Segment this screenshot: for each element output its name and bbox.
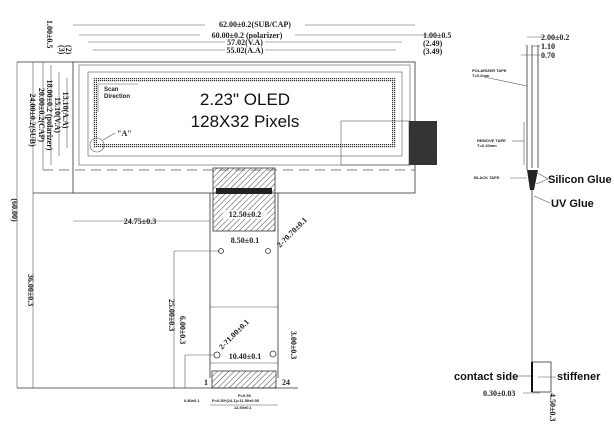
dim-t2: 0.70 — [541, 51, 555, 60]
dim-pin-pitch: P=0.50 — [238, 393, 252, 398]
dim-pin-edge: 0.80±0.1 — [184, 398, 200, 403]
dim-total-height: (60.00) — [10, 198, 19, 222]
uv-glue-label: UV Glue — [551, 198, 594, 210]
polarizer-tape-thickness: T=0.2mm — [472, 73, 490, 78]
active-area: Scan Direction 2.23" OLED 128X32 Pixels … — [89, 78, 396, 153]
pin-24-label: 24 — [282, 378, 290, 387]
scan-direction-label: Scan — [104, 87, 119, 93]
fpc-contacts — [211, 370, 277, 389]
dim-contact-length: 3.00±0.3 — [289, 331, 298, 359]
dim-hole2-to-end: 6.00±0.3 — [178, 316, 187, 344]
alignment-hole — [265, 248, 271, 254]
remove-tape-label: REMOVE TAPE — [477, 138, 506, 143]
fpc-stiffener-hatch — [212, 167, 276, 232]
dim-top-offset: 1.00±0.5 — [45, 20, 54, 48]
dim-fpc-length: 36.00±0.3 — [26, 274, 35, 306]
dim-sub-height: 24.00±0.2(SUB) — [28, 93, 37, 147]
dim-polarizer-width: 60.00±0.2 (polarizer) — [212, 31, 283, 40]
title-line-1: 2.23" OLED — [200, 90, 290, 109]
dim-polarizer-height: 18.00±0.2 (polarizer) — [45, 80, 54, 151]
dim-cap-height: 20.00±0.2(CAP) — [37, 88, 46, 142]
polarizer-tape-label: POLARIZER TAPE — [472, 68, 507, 73]
side-view: 2.00±0.2 1.10 0.70 POLARIZER TAPE T=0.2m… — [454, 33, 612, 421]
black-tape-label: BLACK TAPE — [474, 175, 500, 180]
dim-sub-cap: 62.00±0.2(SUB/CAP) — [219, 20, 291, 29]
dim-left-3: (3) — [57, 45, 66, 55]
detail-circle — [89, 137, 105, 153]
dim-thickness: 2.00±0.2 — [541, 33, 569, 42]
alignment-hole — [269, 350, 277, 358]
polarizer-outline — [78, 64, 411, 166]
dim-hole-pitch-bottom: 10.40±0.1 — [229, 352, 261, 361]
dim-right-va: (2.49) — [423, 39, 443, 48]
dim-fpc-thickness: 0.30±0.03 — [483, 389, 515, 398]
dim-left-2: (2) — [64, 45, 73, 55]
detail-marker: "A" — [117, 129, 132, 138]
dim-aa-height: 13.10(A.A) — [61, 92, 70, 129]
scan-arrow — [97, 83, 138, 112]
horizontal-dimensions: 62.00±0.2(SUB/CAP) 60.00±0.2 (polarizer)… — [73, 20, 451, 56]
dim-hole-to-end: 25.00±0.3 — [167, 299, 176, 331]
fpc-bond-area — [216, 188, 272, 194]
dim-hole-dia-top: 2-?0.70±0.1 — [275, 215, 309, 249]
remove-tape-thickness: T=0.10mm — [477, 143, 497, 148]
dim-right-offset: 1.00±0.5 — [423, 31, 451, 40]
dim-hole-dia-bottom: 2-?1.00±0.1 — [217, 317, 251, 351]
dim-pin-width: 12.50±0.1 — [234, 405, 253, 410]
glue-body — [527, 170, 538, 190]
pin-1-label: 1 — [204, 378, 208, 387]
dim-va-width: 57.02(V.A) — [227, 38, 263, 47]
vertical-dimensions: (60.00) 36.00±0.3 24.00±0.2(SUB) 20.00±0… — [10, 20, 73, 388]
alignment-hole — [213, 351, 221, 359]
va-outline — [87, 71, 403, 157]
dim-aa-width: 55.02(A.A) — [227, 46, 264, 55]
dim-va-height: 15.10(V.A) — [53, 97, 62, 133]
scan-direction-label: Direction — [104, 94, 130, 100]
silicon-glue-label: Silicon Glue — [548, 174, 612, 186]
dim-t1: 1.10 — [541, 42, 555, 51]
dim-pin-span: P=0.50*(24-1)=11.50±0.05 — [212, 398, 260, 403]
title-line-2: 128X32 Pixels — [191, 112, 300, 131]
stiffener-label: stiffener — [557, 371, 601, 383]
dim-right-aa: (3.49) — [423, 47, 443, 56]
dim-hole-pitch: 8.50±0.1 — [231, 236, 259, 245]
dim-stiffener-length: 4.50±0.3 — [548, 393, 557, 421]
dim-fpc-offset: 24.75±0.3 — [124, 217, 156, 226]
dim-fpc-width: 12.50±0.2 — [229, 210, 261, 219]
fpc: 24.75±0.3 12.50±0.2 8.50±0.1 2-?0.70±0.1… — [17, 167, 309, 410]
contact-side-label: contact side — [454, 371, 518, 383]
